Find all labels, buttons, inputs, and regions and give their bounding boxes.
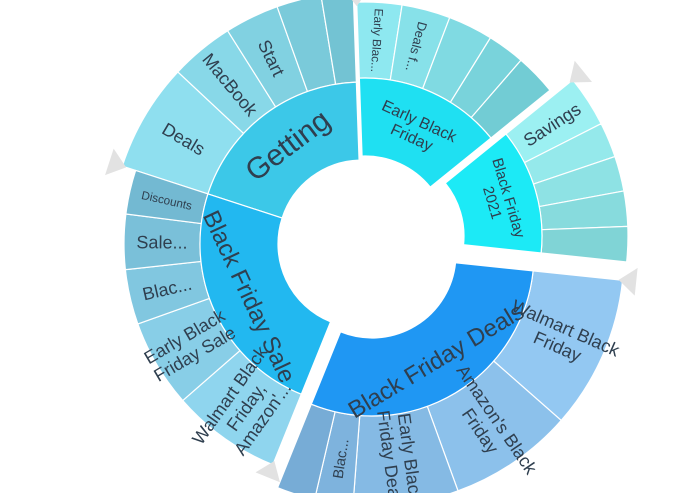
parent-segment-early-black-friday[interactable] xyxy=(358,77,492,188)
group-pointer-getting xyxy=(105,148,127,176)
parent-segment-black-friday-deals[interactable] xyxy=(310,262,534,417)
leaf-segment-blank-2021-4[interactable] xyxy=(540,225,629,263)
outer-ring xyxy=(121,0,629,498)
group-pointer-black-friday-deals xyxy=(618,267,638,296)
pointers xyxy=(105,0,638,483)
group-pointer-black-friday-sale xyxy=(255,460,280,483)
parent-segment-getting[interactable] xyxy=(207,81,360,219)
parent-segment-black-friday-sale[interactable] xyxy=(199,193,332,395)
group-pointer-early-black-friday xyxy=(351,0,362,7)
parent-segment-black-friday-2021[interactable] xyxy=(444,133,543,254)
inner-ring xyxy=(199,77,543,417)
group-pointer-black-friday-2021 xyxy=(569,60,592,83)
